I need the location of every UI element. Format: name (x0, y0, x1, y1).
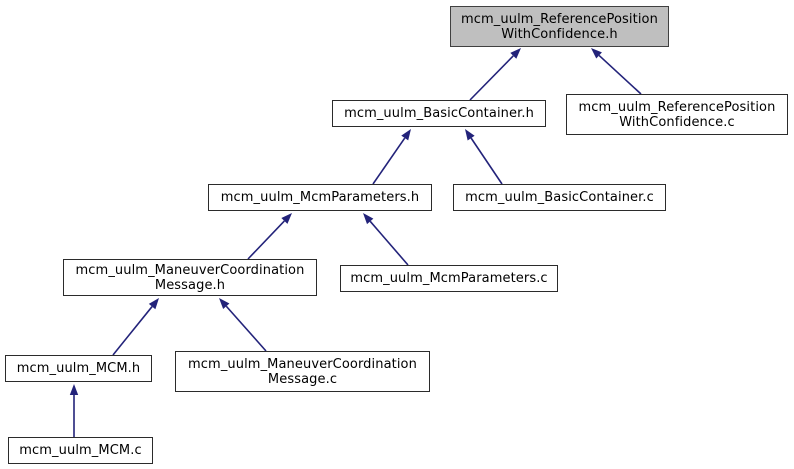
dependency-edge-line (372, 137, 406, 185)
graph-node-refpos_c[interactable]: mcm_uulm_ReferencePosition WithConfidenc… (566, 94, 788, 135)
graph-node-mcm_c[interactable]: mcm_uulm_MCM.c (8, 437, 153, 464)
graph-node-label: mcm_uulm_MCM.c (19, 443, 142, 458)
graph-node-label: mcm_uulm_McmParameters.h (220, 190, 420, 205)
graph-node-basiccontainer_h[interactable]: mcm_uulm_BasicContainer.h (332, 100, 546, 127)
graph-node-label: mcm_uulm_BasicContainer.c (465, 190, 654, 205)
dependency-arrowhead (363, 213, 374, 225)
graph-node-label: mcm_uulm_ReferencePosition WithConfidenc… (578, 99, 776, 130)
dependency-arrowhead (148, 298, 159, 310)
graph-node-mcmparameters_h[interactable]: mcm_uulm_McmParameters.h (208, 184, 432, 211)
graph-node-mcmessage_c[interactable]: mcm_uulm_ManeuverCoordination Message.c (175, 351, 430, 392)
graph-node-mcm_h[interactable]: mcm_uulm_MCM.h (5, 355, 152, 382)
dependency-arrowhead (465, 129, 475, 141)
graph-node-mcmparameters_c[interactable]: mcm_uulm_McmParameters.c (340, 265, 558, 292)
graph-node-label: mcm_uulm_ManeuverCoordination Message.c (188, 356, 417, 387)
dependency-edge-line (225, 305, 267, 352)
graph-node-mcmessage_h[interactable]: mcm_uulm_ManeuverCoordination Message.h (63, 259, 317, 296)
graph-node-refpos_h[interactable]: mcm_uulm_ReferencePosition WithConfidenc… (450, 6, 669, 47)
graph-node-label: mcm_uulm_MCM.h (16, 361, 141, 376)
dependency-edge-line (598, 54, 642, 95)
dependency-edge-line (469, 55, 514, 101)
dependency-edge-line (470, 137, 503, 185)
graph-node-basiccontainer_c[interactable]: mcm_uulm_BasicContainer.c (453, 184, 666, 211)
graph-node-label: mcm_uulm_ManeuverCoordination Message.h (75, 262, 305, 293)
dependency-arrowhead (281, 213, 292, 224)
dependency-edge-line (247, 220, 285, 260)
graph-node-label: mcm_uulm_McmParameters.c (350, 271, 548, 286)
dependency-arrowhead (591, 48, 602, 59)
dependency-arrowhead (69, 384, 79, 395)
dependency-arrowhead (401, 129, 411, 141)
dependency-arrowhead (219, 298, 230, 310)
dependency-arrowhead (510, 48, 521, 59)
dependency-edge-line (369, 220, 409, 266)
graph-node-label: mcm_uulm_BasicContainer.h (344, 106, 534, 121)
graph-node-label: mcm_uulm_ReferencePosition WithConfidenc… (461, 11, 658, 42)
dependency-edge-line (112, 306, 153, 356)
